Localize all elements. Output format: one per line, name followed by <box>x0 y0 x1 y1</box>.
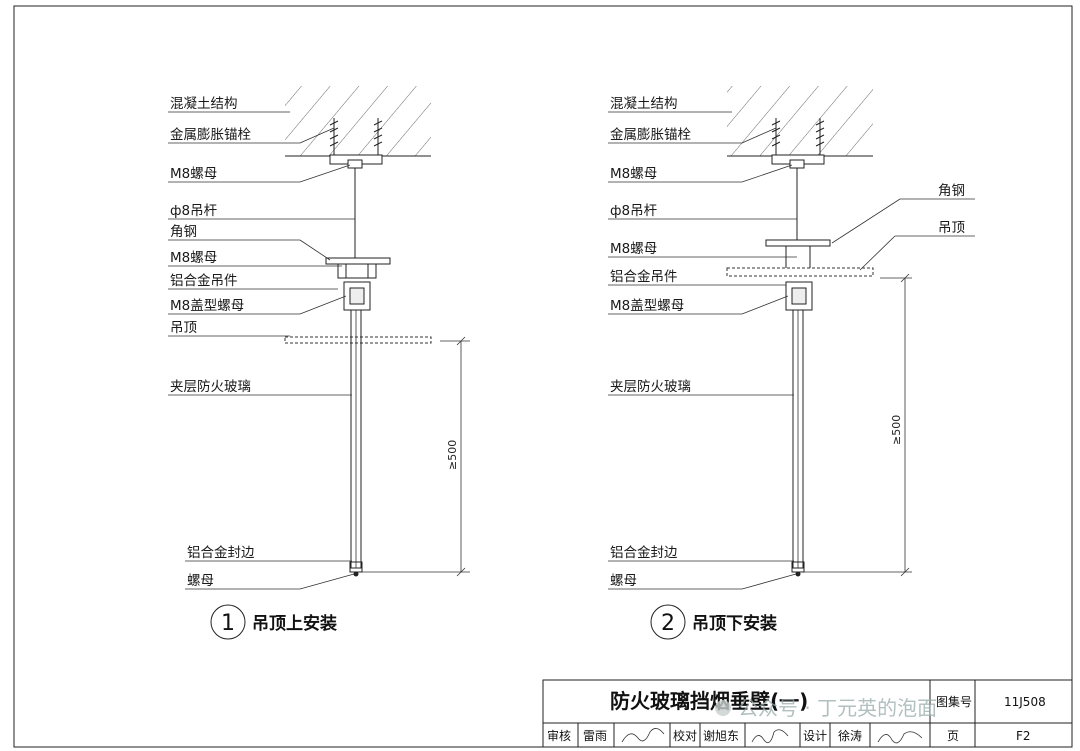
label-hanger-1: 铝合金吊件 <box>170 273 238 289</box>
designer-signature <box>877 731 923 744</box>
detail-2: ≥500 混凝土结构 金属膨胀锚栓 M8螺母 ф8吊杆 角钢 吊顶 M8螺母 铝… <box>608 86 975 640</box>
dimension-text-1: ≥500 <box>446 440 459 470</box>
label-nut-bottom-2: 螺母 <box>610 573 637 589</box>
atlas-label: 图集号 <box>936 694 972 709</box>
checker-name: 谢旭东 <box>703 728 739 743</box>
label-nut-bottom-1: 螺母 <box>187 573 214 589</box>
detail-number-circle-1 <box>210 604 246 640</box>
ceiling-board-2 <box>726 267 874 277</box>
designer-name: 徐涛 <box>838 728 862 743</box>
detail-caption-1: 吊顶上安装 <box>252 613 337 634</box>
atlas-number: 11J508 <box>1004 695 1046 709</box>
dimension-2 <box>804 273 912 577</box>
label-concrete-2: 混凝土结构 <box>610 96 678 112</box>
detail-caption-2: 吊顶下安装 <box>692 613 777 634</box>
expansion-anchors-2 <box>771 118 825 169</box>
label-angle-2: 角钢 <box>938 183 965 199</box>
check-label: 校对 <box>673 728 697 743</box>
page-number: F2 <box>1016 729 1031 743</box>
watermark: 公众号 · 丁元英的泡面 <box>715 696 937 720</box>
drawing-title: 防火玻璃挡烟垂壁(一) <box>610 689 808 713</box>
sheet-border <box>13 5 1073 748</box>
label-edge-1: 铝合金封边 <box>187 545 255 561</box>
concrete-slab-2 <box>727 86 873 156</box>
page-label: 页 <box>947 729 959 743</box>
angle-steel-1 <box>325 257 391 265</box>
label-nut-top-1: M8螺母 <box>170 166 217 182</box>
dimension-1 <box>362 336 470 577</box>
concrete-slab-1 <box>285 86 431 156</box>
aluminum-hanger-2 <box>785 246 813 311</box>
label-ceiling-2: 吊顶 <box>938 220 965 236</box>
angle-steel-2 <box>765 239 831 247</box>
label-hanger-2: 铝合金吊件 <box>610 269 678 285</box>
label-angle-1: 角钢 <box>170 224 197 240</box>
aluminum-hanger-1 <box>337 263 377 311</box>
label-rod-1: ф8吊杆 <box>170 203 218 219</box>
label-cap-nut-2: M8盖型螺母 <box>610 298 684 314</box>
dimension-text-2: ≥500 <box>890 415 903 445</box>
label-nut-mid-2: M8螺母 <box>610 241 657 257</box>
detail-number-2: 2 <box>661 611 675 636</box>
label-edge-2: 铝合金封边 <box>610 545 678 561</box>
label-glass-1: 夹层防火玻璃 <box>170 378 251 395</box>
title-block: 防火玻璃挡烟垂壁(一) 图集号 11J508 审核 雷雨 校对 谢旭东 设计 徐… <box>542 679 1073 748</box>
label-nut-top-2: M8螺母 <box>610 166 657 182</box>
checker-signature <box>751 729 789 744</box>
leaders-1 <box>168 111 355 590</box>
label-glass-2: 夹层防火玻璃 <box>610 378 691 395</box>
review-label: 审核 <box>547 728 571 743</box>
label-anchor-1: 金属膨胀锚栓 <box>170 127 251 143</box>
detail-1: ≥500 混凝土结构 金属膨胀锚栓 M8螺母 ф8吊杆 角钢 M8螺母 铝合金吊… <box>168 86 470 640</box>
expansion-anchors-1 <box>329 118 383 169</box>
label-nut-mid-1: M8螺母 <box>170 250 217 266</box>
design-label: 设计 <box>803 729 827 743</box>
label-anchor-2: 金属膨胀锚栓 <box>610 127 691 143</box>
label-ceiling-1: 吊顶 <box>170 320 197 336</box>
label-cap-nut-1: M8盖型螺母 <box>170 298 244 314</box>
detail-number-1: 1 <box>221 611 235 636</box>
watermark-text: 公众号 · 丁元英的泡面 <box>738 696 937 720</box>
detail-number-circle-2 <box>650 604 686 640</box>
label-rod-2: ф8吊杆 <box>610 203 658 219</box>
leaders-2 <box>608 111 975 590</box>
label-concrete-1: 混凝土结构 <box>170 96 238 112</box>
reviewer-name: 雷雨 <box>583 729 607 743</box>
ceiling-board-1 <box>284 336 432 344</box>
reviewer-signature <box>621 728 665 743</box>
